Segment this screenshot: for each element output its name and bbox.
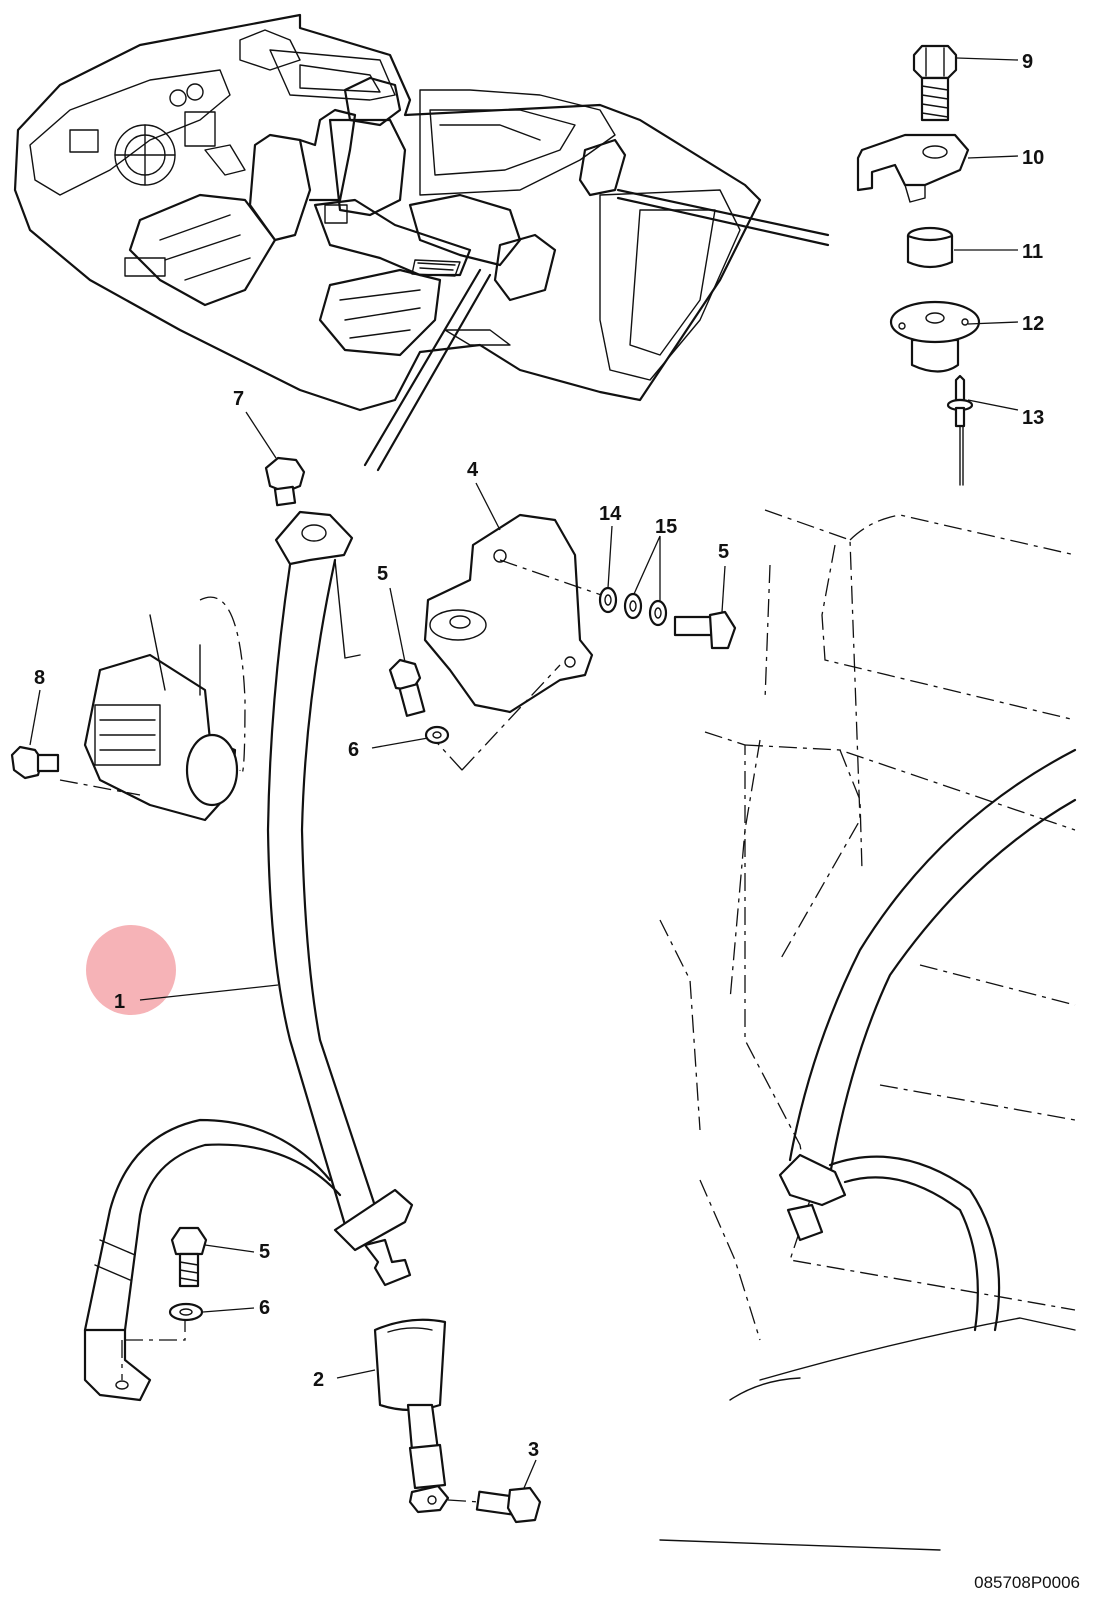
callout-3: 3 — [528, 1439, 539, 1461]
retractor-part-8 — [10, 596, 246, 822]
callout-15: 15 — [655, 516, 677, 538]
bolt-washer-mid — [388, 658, 450, 745]
callout-5-lower: 5 — [259, 1241, 270, 1263]
height-adjuster-part-4 — [423, 513, 611, 771]
callout-12: 12 — [1022, 313, 1044, 335]
callout-6-mid: 6 — [348, 739, 359, 761]
clip-part-10 — [856, 133, 970, 203]
bolt-part-9 — [912, 44, 958, 122]
hardware-stack — [856, 44, 981, 486]
callout-8: 8 — [34, 667, 45, 689]
diagram-reference-code: 085708P0006 — [974, 1573, 1080, 1592]
callout-5-right: 5 — [718, 541, 729, 563]
bolt-part-3 — [447, 1486, 542, 1524]
seat-belt-assembly — [83, 456, 414, 1402]
vehicle-interior-illustration — [13, 13, 830, 472]
callout-11: 11 — [1022, 241, 1043, 263]
anchor-bolt-part-7 — [264, 456, 306, 507]
bush-part-11 — [906, 226, 954, 269]
callout-1: 1 — [114, 991, 125, 1013]
grommet-part-12 — [889, 300, 981, 373]
washer-stack — [598, 586, 737, 650]
rear-seat-context — [659, 509, 1077, 1551]
callout-9: 9 — [1022, 51, 1033, 73]
callout-6-lower: 6 — [259, 1297, 270, 1319]
buckle-part-2 — [373, 1318, 450, 1514]
callout-7: 7 — [233, 388, 244, 410]
leader-lines — [29, 57, 1019, 1489]
callout-10: 10 — [1022, 147, 1044, 169]
callout-5-mid: 5 — [377, 563, 388, 585]
callout-2: 2 — [313, 1369, 324, 1391]
highlight-marker — [86, 925, 176, 1015]
callouts: 1 2 3 4 5 5 5 6 6 7 8 9 10 11 12 13 14 1… — [34, 51, 1044, 1461]
callout-4: 4 — [467, 459, 479, 481]
callout-14: 14 — [599, 503, 622, 525]
bolt-washer-lower — [168, 1226, 208, 1322]
callout-13: 13 — [1022, 407, 1044, 429]
rivet-part-13 — [946, 374, 974, 486]
